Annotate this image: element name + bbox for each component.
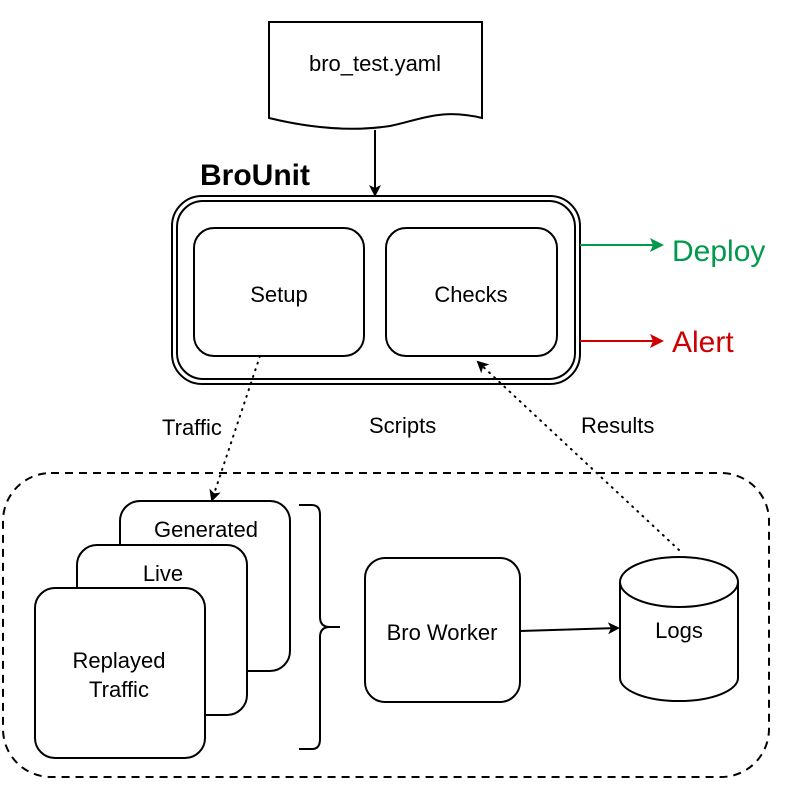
scripts-edge-label: Scripts xyxy=(369,413,436,438)
live-label: Live xyxy=(143,561,183,586)
logs-label: Logs xyxy=(655,618,703,643)
environment-container xyxy=(2,472,770,778)
logs-node[interactable]: Logs xyxy=(619,556,739,702)
traffic-edge-label: Traffic xyxy=(162,415,222,440)
traffic-source-replayed[interactable]: Replayed Traffic xyxy=(34,587,206,759)
traffic-edge xyxy=(209,355,261,502)
bro-worker-node[interactable]: Bro Worker xyxy=(364,557,521,703)
deploy-label: Deploy xyxy=(672,235,765,268)
bro-worker-label: Bro Worker xyxy=(387,620,498,645)
generated-label: Generated xyxy=(154,517,258,542)
input-file-label: bro_test.yaml xyxy=(309,51,441,76)
checks-node[interactable]: Checks xyxy=(385,227,558,357)
input-file-node[interactable]: bro_test.yaml xyxy=(268,21,483,130)
checks-label: Checks xyxy=(434,282,507,307)
replayed-label-line2: Traffic xyxy=(89,677,149,702)
traffic-group-brace xyxy=(299,504,340,750)
arrow-worker-to-logs xyxy=(519,622,620,635)
results-edge xyxy=(476,360,680,551)
brounit-title: BroUnit xyxy=(200,159,310,192)
alert-label: Alert xyxy=(672,326,734,359)
results-edge-label: Results xyxy=(581,413,654,438)
setup-node[interactable]: Setup xyxy=(193,227,365,357)
replayed-label-line1: Replayed xyxy=(73,648,166,673)
setup-label: Setup xyxy=(250,282,308,307)
